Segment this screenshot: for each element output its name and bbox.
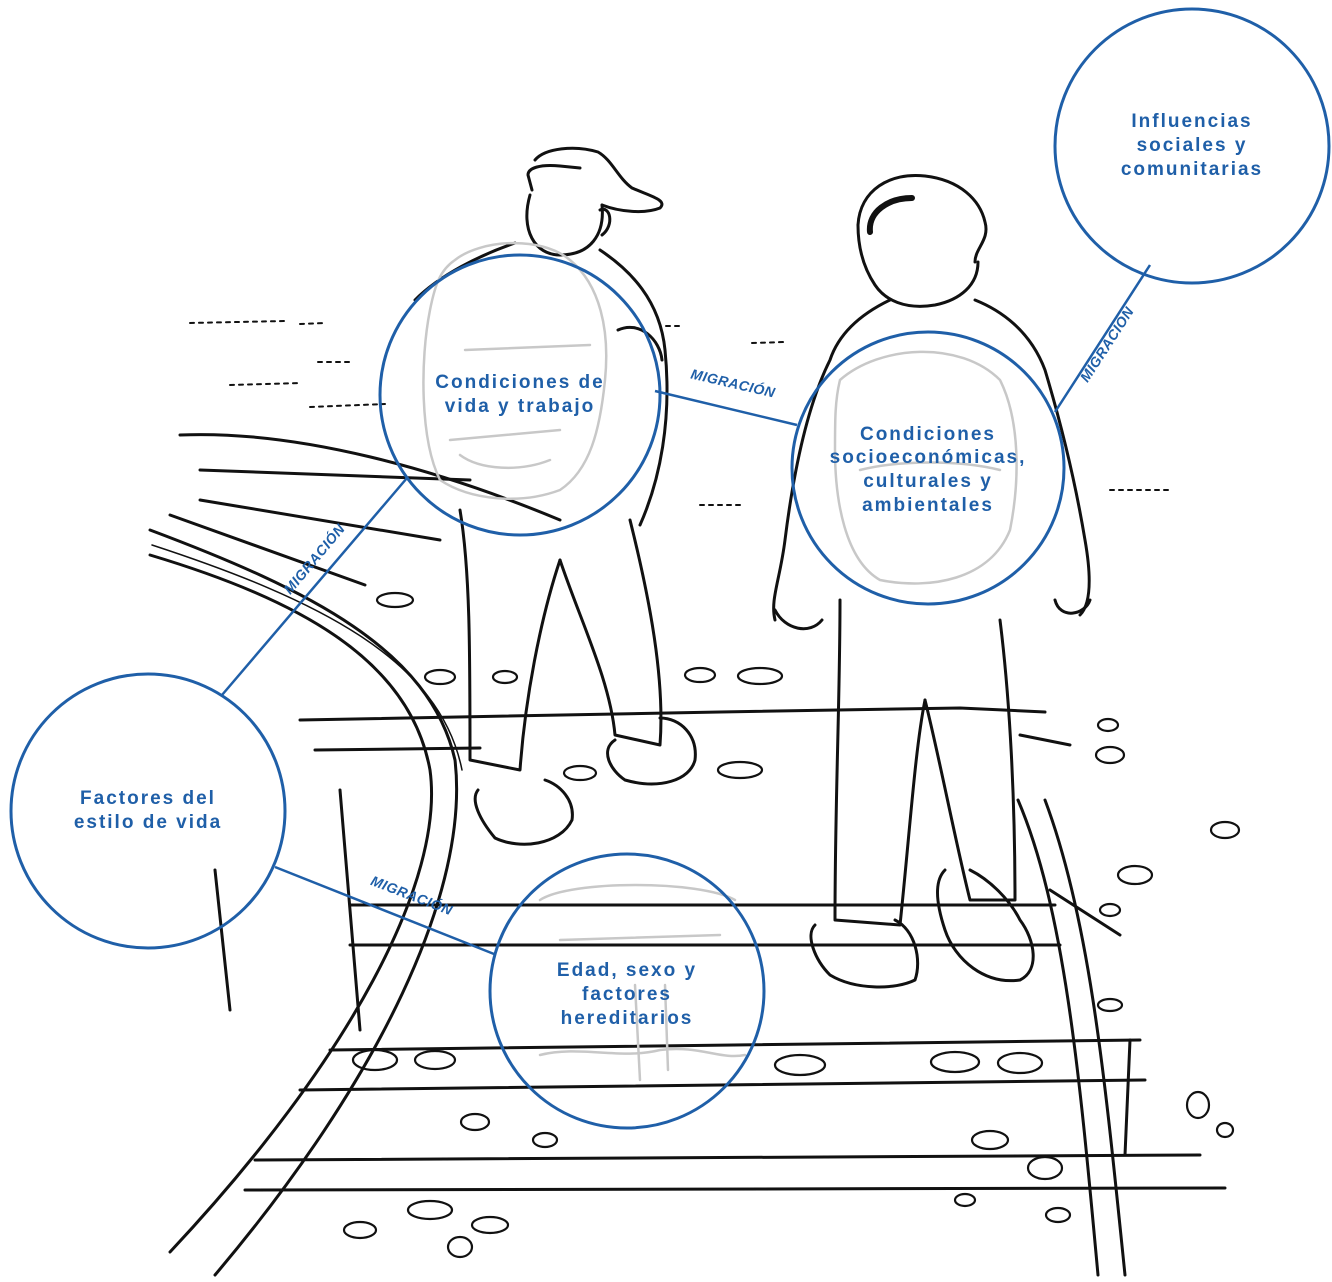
circle-edad-sexo [488,852,766,1130]
connector-vida-socio [654,389,798,427]
connector-estilo-edad [274,865,495,956]
edge-label-estilo-edad: MIGRACIÓN [369,871,456,918]
node-label-influencias: Influencias sociales y comunitarias [1120,111,1264,180]
horizon-marks [189,320,1171,506]
left-rail [148,433,562,1277]
gravel-stones [342,591,1241,1259]
node-label-vida-trabajo: Condiciones de vida y trabajo [435,372,605,417]
circle-influencias [1053,7,1331,285]
node-label-estilo-vida: Factores del estilo de vida [73,788,223,833]
boy-right [772,173,1092,989]
sleepers [168,468,1227,1192]
connector-socio-influencias [1053,264,1152,413]
connector-vida-estilo [221,477,408,696]
circle-socioeconomicas [790,330,1066,606]
circle-estilo-vida [9,672,287,950]
right-rail [1016,798,1127,1277]
edge-label-vida-socio: MIGRACIÓN [689,365,777,401]
edge-label-socio-influencias: MIGRACIÓN [1076,303,1137,385]
node-label-edad-sexo: Edad, sexo y factores hereditarios [556,960,698,1029]
faded-backpack-detail [422,241,1018,1082]
boy-left [413,146,697,846]
node-circles [9,7,1331,1130]
connectors [221,264,1152,956]
circle-vida-trabajo [378,253,662,537]
node-label-socioeconomicas: Condiciones socioeconómicas, culturales … [829,423,1027,516]
